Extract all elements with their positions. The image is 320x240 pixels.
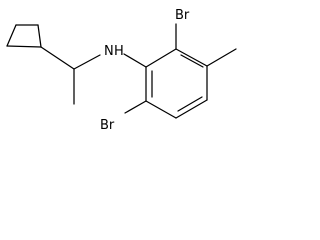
bromine-bottom-label: Br <box>100 118 115 133</box>
cyclopropyl-ring <box>6 24 42 48</box>
bond-ring-c2-c3 <box>175 48 208 67</box>
bond-ring-c4-c5 <box>175 99 208 119</box>
bond-cp-right <box>37 24 42 48</box>
benzene-ring <box>145 48 208 119</box>
bond-c4-to-methyl <box>206 48 237 67</box>
bond-cp-bottom <box>6 45 42 48</box>
bond-ring-c1-c2 <box>145 48 177 68</box>
bromine-top-label: Br <box>175 8 190 23</box>
nitrogen-label: N <box>104 44 114 59</box>
bond-ch-to-n <box>73 54 101 70</box>
bond-cp-to-ch <box>40 46 75 70</box>
bond-ring-c5-c6 <box>145 100 177 119</box>
bond-n-to-ring <box>123 53 147 68</box>
bond-c6-to-br-bottom <box>124 100 147 114</box>
bond-ring-c4-c5-inner <box>177 96 203 112</box>
bond-cp-left <box>6 24 17 47</box>
bond-ring-c3-c3-inner <box>180 54 204 68</box>
chemical-structure-diagram: N H Br Br <box>6 8 237 133</box>
hydrogen-label: H <box>114 44 124 59</box>
